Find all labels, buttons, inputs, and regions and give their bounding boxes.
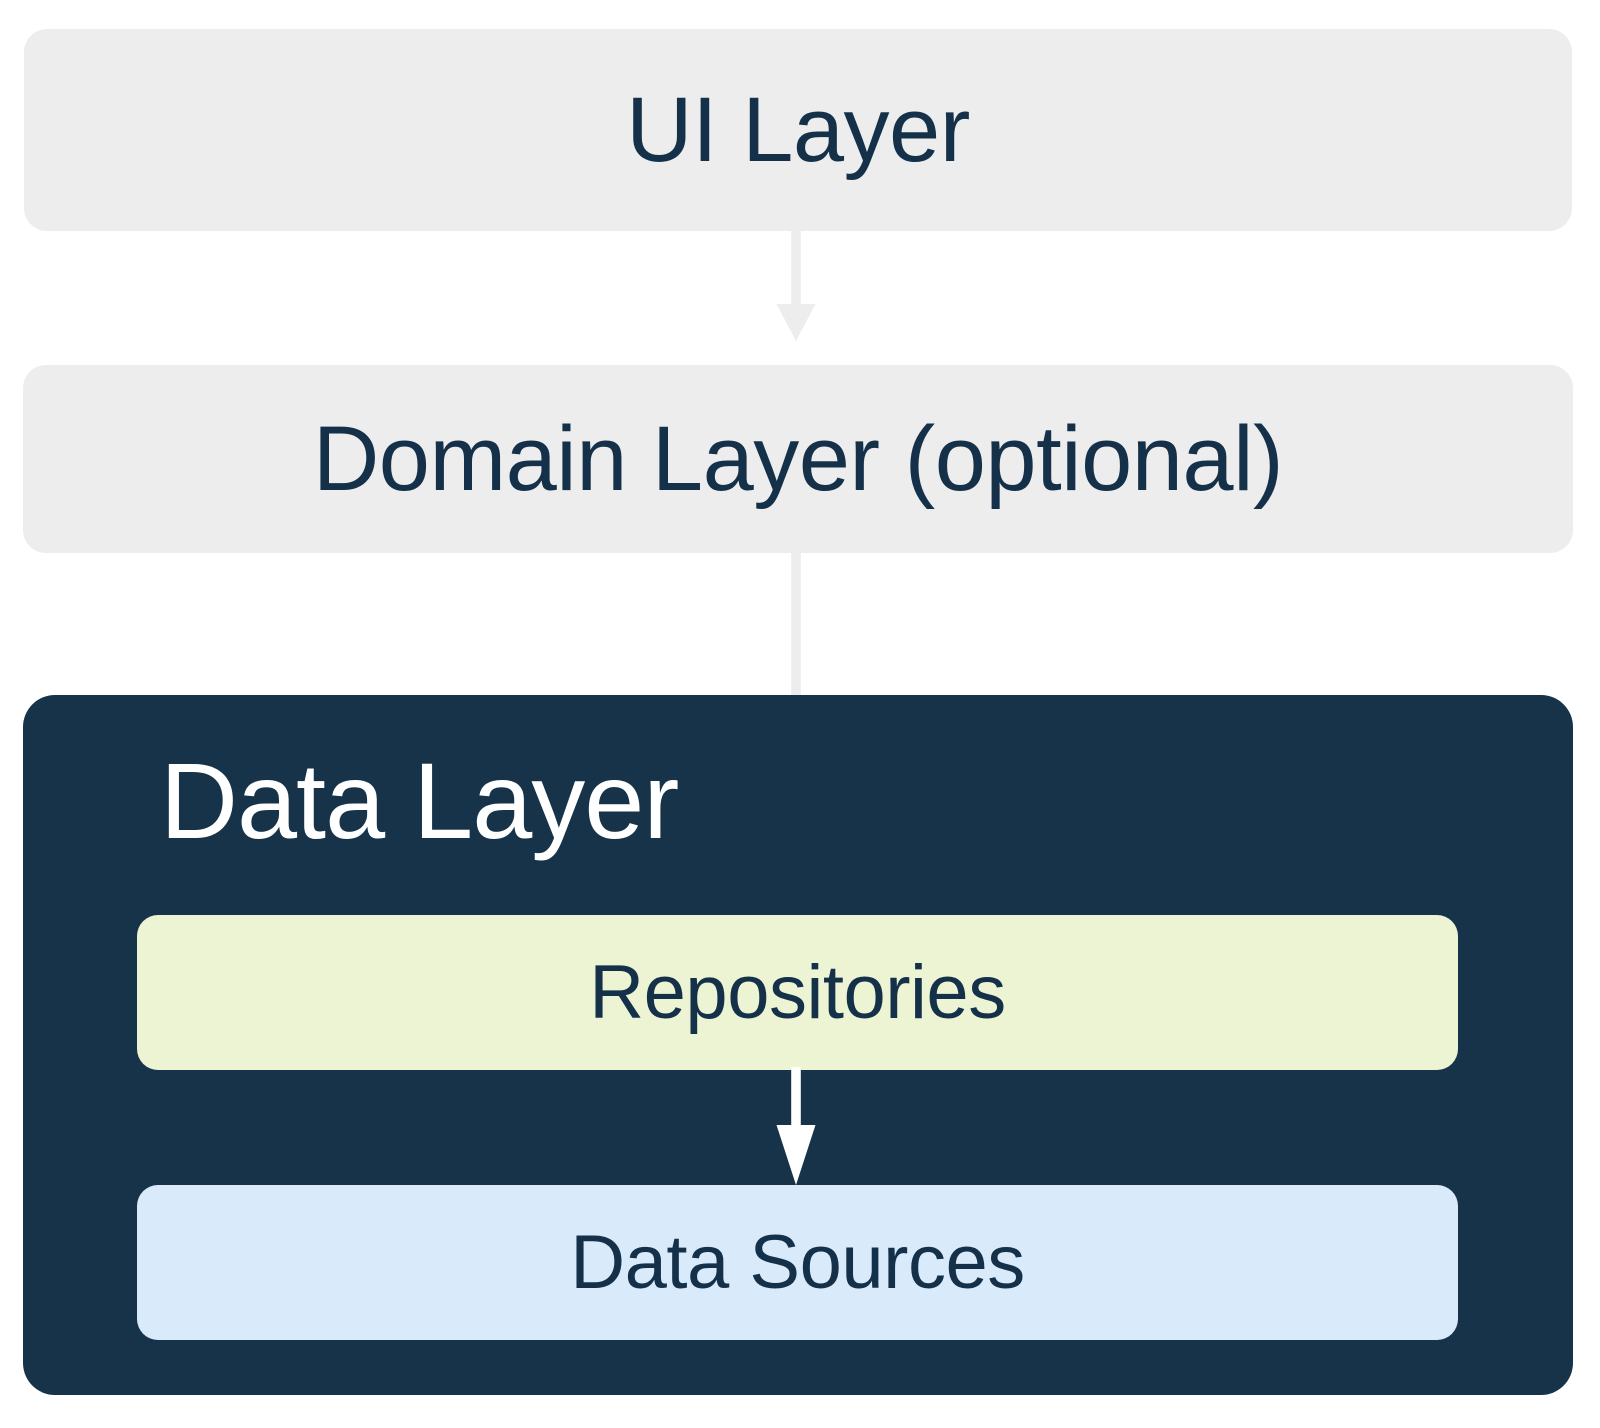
domain-layer-label: Domain Layer (optional) bbox=[312, 408, 1284, 510]
data-sources-box: Data Sources bbox=[137, 1185, 1458, 1340]
domain-layer-box: Domain Layer (optional) bbox=[23, 365, 1573, 553]
ui-layer-box: UI Layer bbox=[24, 29, 1572, 231]
repositories-box: Repositories bbox=[137, 915, 1458, 1070]
ui-layer-label: UI Layer bbox=[626, 79, 970, 181]
arrow-repositories-to-data-sources-icon bbox=[770, 1067, 822, 1191]
arrow-ui-to-domain-icon bbox=[770, 228, 822, 368]
data-sources-label: Data Sources bbox=[570, 1219, 1025, 1305]
data-layer-label: Data Layer bbox=[160, 740, 679, 861]
data-layer-box: Data Layer Repositories Data Sources bbox=[23, 695, 1573, 1395]
repositories-label: Repositories bbox=[589, 949, 1006, 1035]
